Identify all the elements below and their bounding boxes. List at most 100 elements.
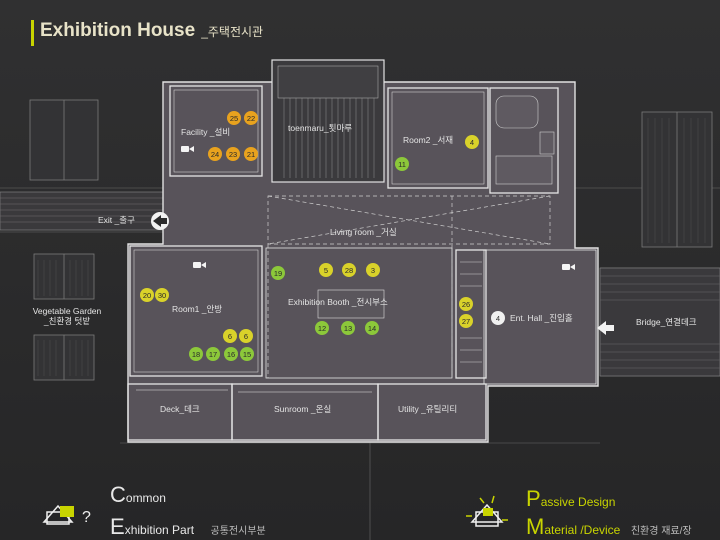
exhibition-booth-label: Exhibition Booth _전시부스 bbox=[288, 297, 388, 307]
legend-exhibition-ko: 공통전시부분 bbox=[210, 526, 266, 537]
marker-circle bbox=[140, 288, 154, 302]
marker-circle bbox=[491, 311, 505, 325]
exhibit-marker-27: 27 bbox=[459, 314, 473, 328]
ent-hall-label: Ent. Hall _진입홀 bbox=[510, 313, 573, 323]
exhibit-marker-28: 28 bbox=[342, 263, 356, 277]
question-mark-glyph: ? bbox=[82, 509, 91, 526]
exhibit-marker-11: 11 bbox=[395, 157, 409, 171]
bath-fixtures bbox=[495, 95, 555, 185]
exhibit-marker-15: 15 bbox=[240, 347, 254, 361]
vegetable-garden-label: Vegetable Garden _친환경 텃밭 bbox=[22, 306, 112, 327]
marker-number: 11 bbox=[398, 160, 406, 169]
marker-circle bbox=[223, 329, 237, 343]
exhibit-marker-22: 22 bbox=[244, 111, 258, 125]
marker-number: 4 bbox=[470, 138, 474, 147]
left-window-elevations bbox=[29, 99, 99, 381]
page-title: Exhibition House _주택전시관 bbox=[40, 20, 263, 42]
legend-common: Common bbox=[110, 482, 166, 508]
exhibit-marker-20: 20 bbox=[140, 288, 154, 302]
marker-number: 26 bbox=[462, 300, 470, 309]
marker-number: 17 bbox=[209, 350, 217, 359]
marker-circle bbox=[208, 147, 222, 161]
exit-walkway bbox=[0, 191, 171, 231]
facility-label: Facility _설비 bbox=[181, 127, 231, 137]
legend-common-initial: C bbox=[110, 482, 126, 507]
marker-number: 20 bbox=[143, 291, 151, 300]
entry-arrow-icon bbox=[597, 321, 614, 335]
marker-circle bbox=[319, 263, 333, 277]
marker-number: 5 bbox=[324, 266, 328, 275]
exhibit-marker-24: 24 bbox=[208, 147, 222, 161]
camera-icons bbox=[181, 146, 575, 270]
marker-circle bbox=[341, 321, 355, 335]
marker-circle bbox=[459, 314, 473, 328]
exit-label: Exit _출구 bbox=[98, 215, 135, 225]
marker-number: 28 bbox=[345, 266, 353, 275]
marker-circle bbox=[240, 347, 254, 361]
toenmaru-deck bbox=[271, 59, 385, 183]
exhibit-marker-12: 12 bbox=[315, 321, 329, 335]
marker-circle bbox=[244, 111, 258, 125]
legend-material: Material /Device 친환경 재료/장 bbox=[526, 514, 692, 540]
exhibit-marker-3: 3 bbox=[366, 263, 380, 277]
exhibit-marker-16: 16 bbox=[224, 347, 238, 361]
marker-circle bbox=[465, 135, 479, 149]
living-room-dashes bbox=[267, 195, 551, 378]
bridge-label: Bridge_연결데크 bbox=[636, 317, 697, 327]
vegetable-garden-en: Vegetable Garden bbox=[32, 306, 102, 316]
bridge-deck bbox=[599, 267, 720, 377]
exhibit-marker-25: 25 bbox=[227, 111, 241, 125]
marker-circle bbox=[206, 347, 220, 361]
legend-passive-initial: P bbox=[526, 486, 541, 511]
toenmaru-label: toenmaru_툇마루 bbox=[288, 123, 353, 133]
exhibit-marker-26: 26 bbox=[459, 297, 473, 311]
marker-circle bbox=[227, 111, 241, 125]
title-en: Exhibition House bbox=[40, 20, 196, 41]
exhibit-marker-4: 4 bbox=[465, 135, 479, 149]
common-exhibition-icon: ? bbox=[42, 504, 91, 526]
marker-number: 16 bbox=[227, 350, 235, 359]
exhibit-marker-13: 13 bbox=[341, 321, 355, 335]
marker-number: 14 bbox=[368, 324, 376, 333]
marker-number: 24 bbox=[211, 150, 219, 159]
marker-circle bbox=[224, 347, 238, 361]
marker-number: 4 bbox=[496, 314, 500, 323]
marker-number: 27 bbox=[462, 317, 470, 326]
deck-label: Deck_데크 bbox=[160, 404, 200, 414]
marker-circle bbox=[315, 321, 329, 335]
legend-material-initial: M bbox=[526, 514, 545, 539]
exhibit-marker-4: 4 bbox=[491, 311, 505, 325]
marker-number: 18 bbox=[192, 350, 200, 359]
marker-number: 6 bbox=[244, 332, 248, 341]
legend-exhibition: Exhibition Part 공통전시부분 bbox=[110, 514, 266, 540]
marker-number: 21 bbox=[247, 150, 255, 159]
marker-number: 12 bbox=[318, 324, 326, 333]
exhibit-marker-21: 21 bbox=[244, 147, 258, 161]
exhibit-marker-30: 30 bbox=[155, 288, 169, 302]
exhibit-marker-17: 17 bbox=[206, 347, 220, 361]
legend-passive: Passive Design bbox=[526, 486, 615, 512]
marker-number: 23 bbox=[229, 150, 237, 159]
shelf-strips bbox=[460, 261, 482, 363]
right-window-elevation bbox=[641, 111, 713, 248]
sunroom-label: Sunroom _온실 bbox=[274, 404, 332, 414]
exhibit-marker-5: 5 bbox=[319, 263, 333, 277]
marker-number: 6 bbox=[228, 332, 232, 341]
utility-label: Utility _유틸리티 bbox=[398, 404, 458, 414]
legend-passive-rest: assive Design bbox=[540, 495, 616, 509]
title-accent-bar bbox=[31, 20, 34, 46]
marker-circle bbox=[459, 297, 473, 311]
legend-material-ko: 친환경 재료/장 bbox=[630, 526, 692, 537]
marker-number: 22 bbox=[247, 114, 255, 123]
exhibit-marker-18: 18 bbox=[189, 347, 203, 361]
exit-arrow-icon bbox=[151, 212, 169, 230]
title-ko: _주택전시관 bbox=[201, 25, 264, 39]
vegetable-garden-ko: _친환경 텃밭 bbox=[43, 315, 91, 326]
marker-number: 25 bbox=[230, 114, 238, 123]
marker-number: 3 bbox=[371, 266, 375, 275]
passive-design-icon bbox=[466, 495, 508, 527]
marker-circle bbox=[366, 263, 380, 277]
legend-common-rest: ommon bbox=[125, 491, 166, 505]
